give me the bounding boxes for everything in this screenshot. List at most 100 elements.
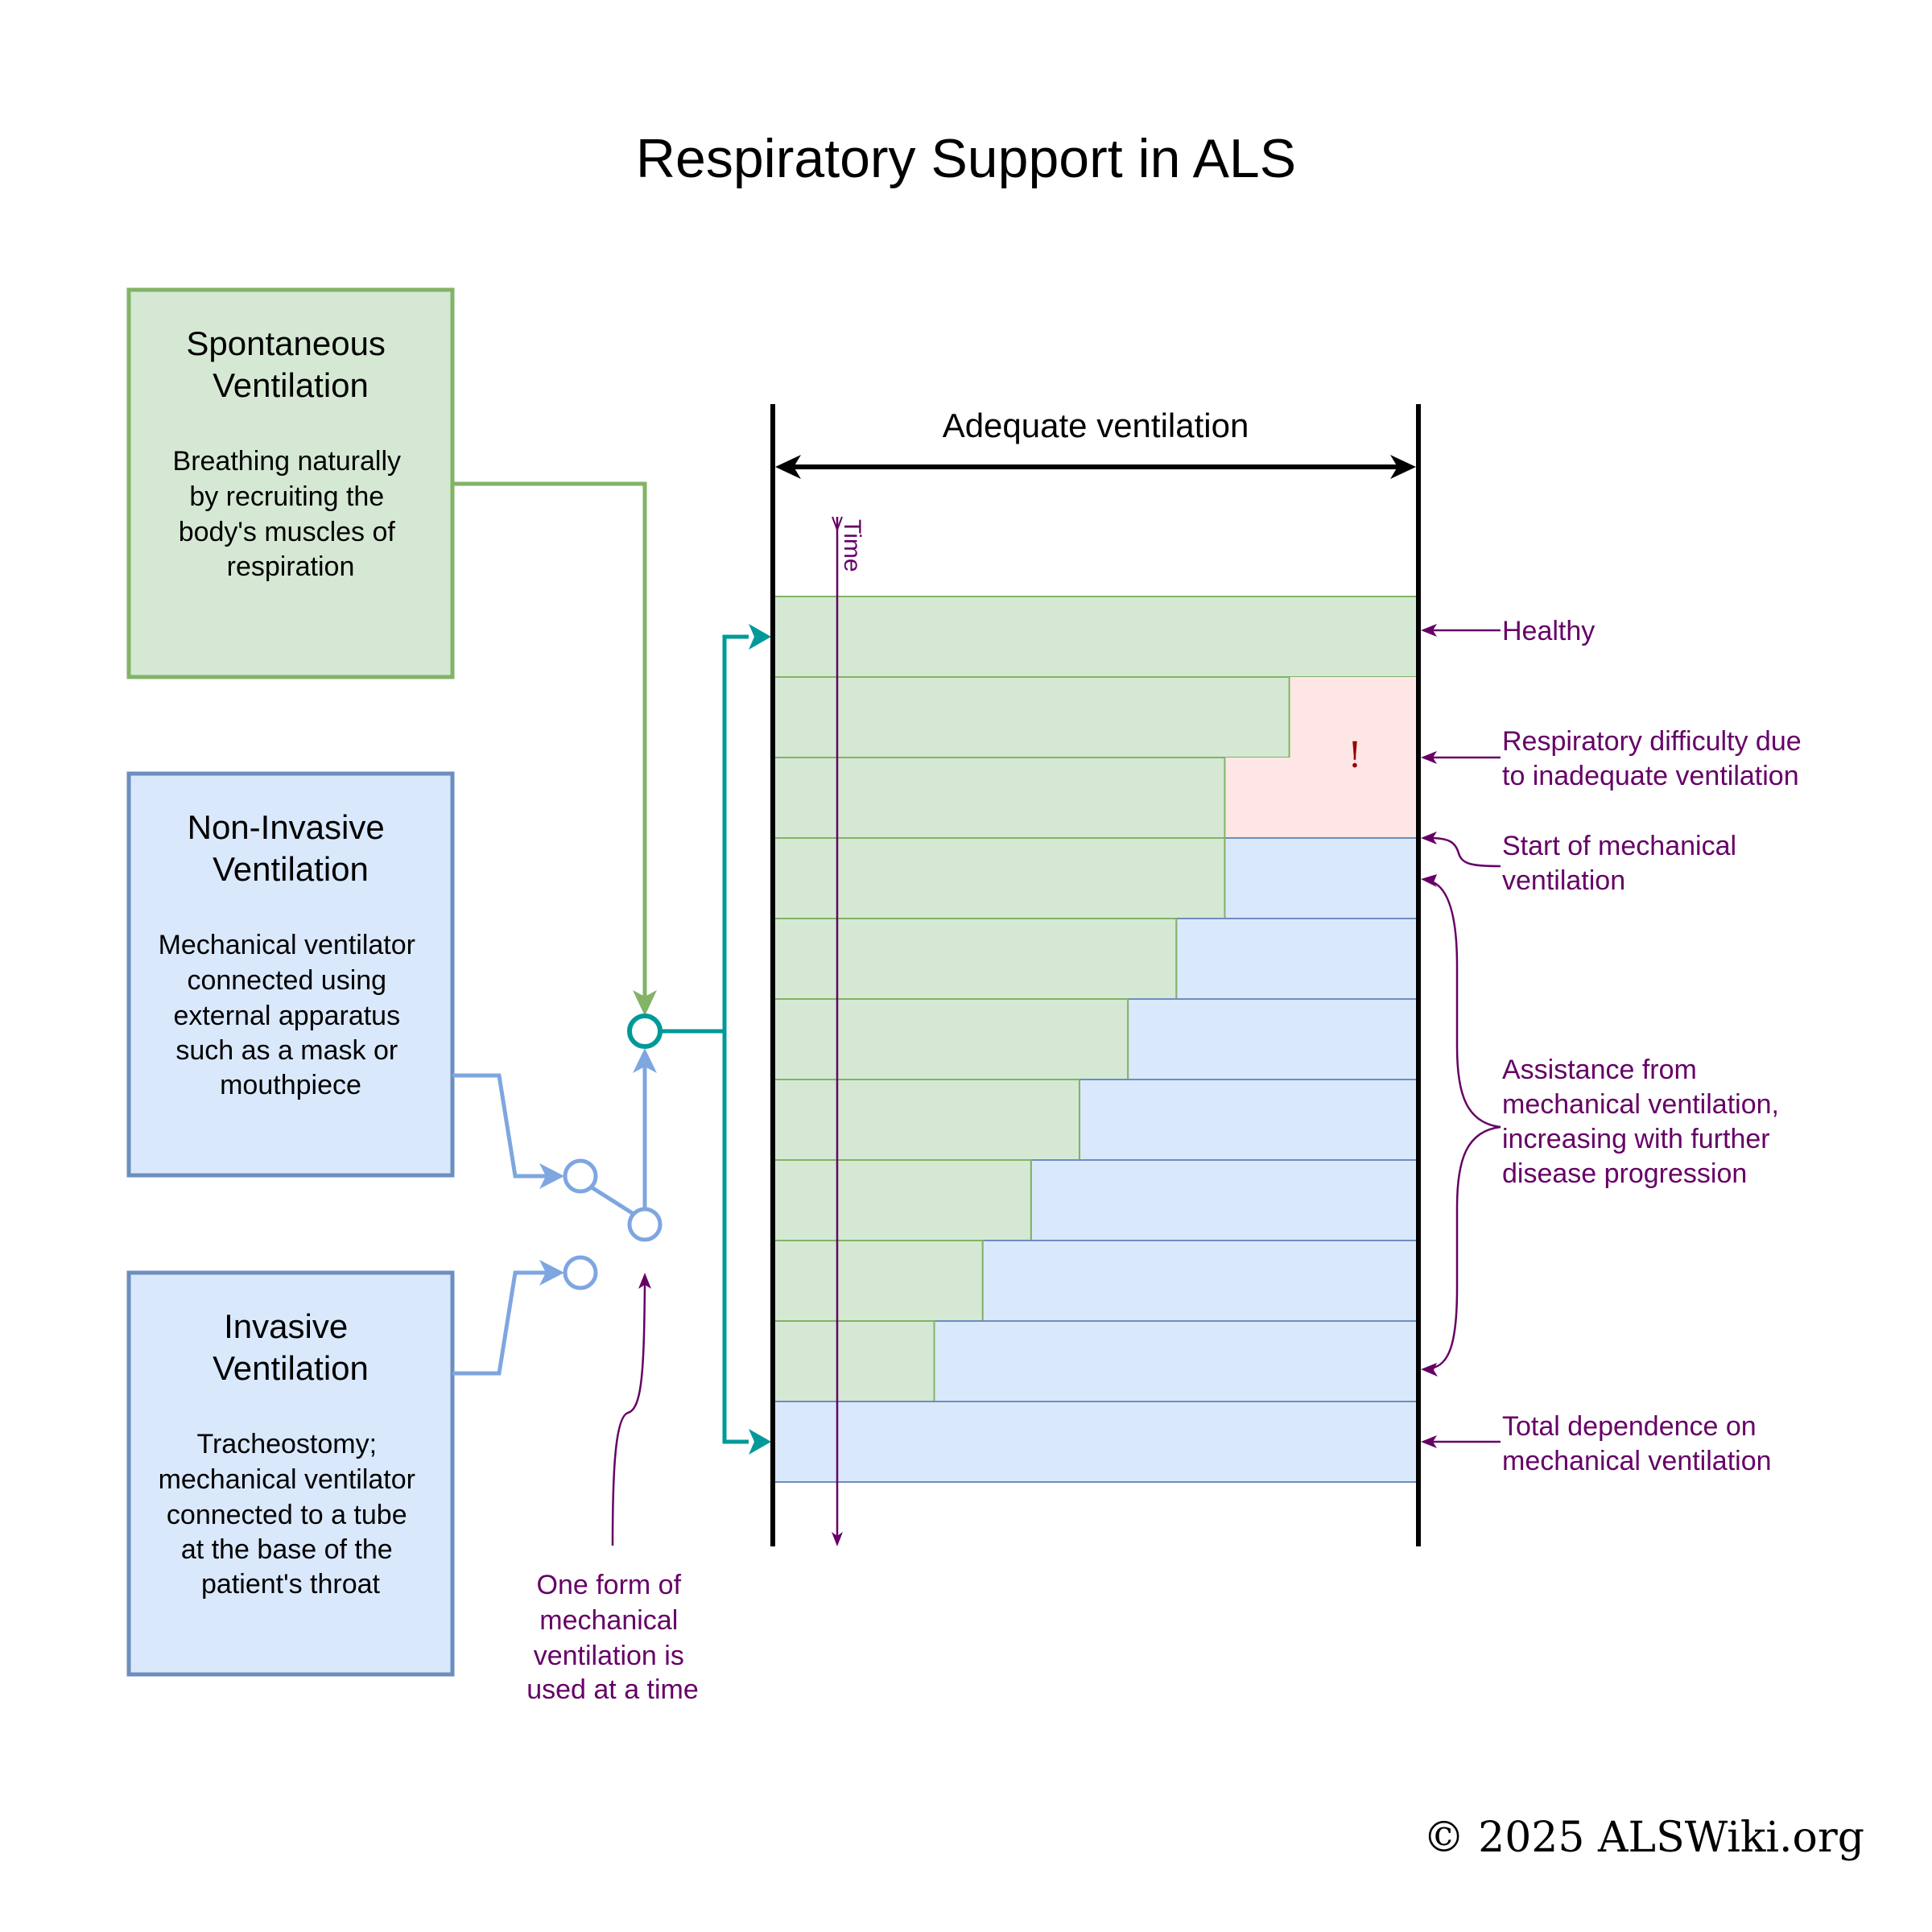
- annotation-line: to inadequate ventilation: [1502, 761, 1799, 791]
- annotation-healthy: Healthy: [1421, 616, 1595, 646]
- band-spontaneous: [772, 1320, 935, 1402]
- annotation-difficulty: Respiratory difficulty due to inadequate…: [1421, 726, 1809, 791]
- mode-desc-line: external apparatus: [173, 1001, 400, 1031]
- arrowhead-icon: [633, 990, 657, 1016]
- progression-bands: [772, 596, 1420, 1483]
- arrowhead-icon: [1390, 455, 1416, 479]
- arrowhead-icon: [1421, 874, 1437, 887]
- band-spontaneous: [772, 998, 1129, 1080]
- mode-desc-line: at the base of the: [181, 1534, 393, 1565]
- switch-terminal-niv: [563, 1158, 598, 1194]
- mode-desc-line: connected to a tube: [167, 1500, 407, 1530]
- arrowhead-icon: [1421, 832, 1437, 844]
- arrowhead-icon: [775, 455, 801, 479]
- arrowhead-icon: [638, 1273, 651, 1289]
- svg-text:Start of mechanical vent: Start of mechanical ventilation: [1502, 831, 1744, 896]
- ventilation-junction: [627, 624, 771, 1455]
- annotation-line: Respiratory difficulty due: [1502, 726, 1802, 757]
- svg-text:Non-Invasive Ventilation: Non-Invasive Ventilation: [188, 808, 394, 888]
- mode-desc-line: mechanical ventilator: [159, 1464, 415, 1495]
- switch-terminal-invasive: [563, 1255, 598, 1290]
- svg-text:Mechanical ventilator co: Mechanical ventilator connected using ex…: [159, 930, 423, 1100]
- annotation-assistance: Assistance from mechanical ventilation, …: [1421, 874, 1779, 1377]
- annotation-total: Total dependence on mechanical ventilati…: [1421, 1411, 1772, 1476]
- band-spontaneous: [772, 596, 1419, 678]
- invasive-connector: [452, 1260, 564, 1376]
- alert-icon: !: [1348, 735, 1362, 776]
- switch-pivot: [627, 1207, 663, 1242]
- time-label: Time: [839, 519, 865, 572]
- mode-desc-line: by recruiting the: [189, 481, 384, 512]
- annotation-start: Start of mechanical ventilation: [1421, 831, 1744, 896]
- time-axis: Time: [832, 516, 865, 1546]
- mode-desc-line: Breathing naturally: [173, 446, 402, 477]
- svg-text:Spontaneous Ventilation: Spontaneous Ventilation: [186, 324, 394, 404]
- switch-note: One form of mechanical ventilation is us…: [526, 1273, 699, 1705]
- mode-desc-line: Mechanical ventilator: [159, 930, 415, 960]
- band-mechanical: [1030, 1159, 1420, 1241]
- mode-switch: [563, 1048, 663, 1290]
- note-line: used at a time: [526, 1674, 699, 1705]
- mode-desc-line: mouthpiece: [220, 1070, 361, 1100]
- spontaneous-connector: [452, 481, 657, 1016]
- note-line: ventilation is: [534, 1641, 684, 1671]
- band-spontaneous: [772, 1240, 984, 1322]
- switch-lever: [590, 1185, 635, 1216]
- niv-connector: [452, 1073, 564, 1189]
- arrowhead-icon: [633, 1048, 657, 1073]
- band-deficit: [1289, 677, 1418, 758]
- page-title: Respiratory Support in ALS: [636, 128, 1296, 189]
- arrowhead-icon: [539, 1260, 564, 1286]
- mode-desc-line: connected using: [187, 965, 386, 996]
- mode-box-invasive: Invasive Ventilation Tracheostomy; mecha…: [126, 1270, 455, 1677]
- mode-title-line: Spontaneous: [186, 324, 386, 362]
- band-mechanical: [772, 1401, 1419, 1483]
- mode-title-line: Ventilation: [213, 366, 369, 404]
- band-spontaneous: [772, 757, 1226, 839]
- band-mechanical: [933, 1320, 1419, 1402]
- mode-title-line: Ventilation: [213, 850, 369, 888]
- svg-text:Respiratory difficulty due: Respiratory difficulty due to inadequate…: [1502, 726, 1809, 791]
- annotation-line: mechanical ventilation,: [1502, 1089, 1779, 1120]
- band-mechanical: [1127, 998, 1419, 1080]
- junction-node: [627, 1013, 663, 1049]
- band-mechanical: [1224, 837, 1420, 919]
- annotation-line: increasing with further: [1502, 1124, 1770, 1154]
- annotation-line: disease progression: [1502, 1158, 1747, 1189]
- mode-desc-line: Tracheostomy;: [196, 1429, 377, 1459]
- mode-box-spontaneous: Spontaneous Ventilation Breathing natura…: [126, 287, 455, 679]
- band-mechanical: [1175, 918, 1419, 1000]
- mode-title-line: Ventilation: [213, 1349, 369, 1387]
- mode-desc-line: body's muscles of: [179, 517, 396, 547]
- band-spontaneous: [772, 837, 1226, 919]
- adequate-span-arrow: [775, 455, 1416, 479]
- annotation-line: Assistance from: [1502, 1055, 1697, 1085]
- arrowhead-icon: [749, 624, 771, 650]
- svg-text:Total dependence on mech: Total dependence on mechanical ventilati…: [1502, 1411, 1772, 1476]
- mode-title-line: Invasive: [224, 1307, 348, 1345]
- band-mechanical: [1078, 1079, 1419, 1161]
- annotation-line: ventilation: [1502, 865, 1625, 896]
- mode-desc-line: patient's throat: [201, 1569, 381, 1600]
- arrowhead-icon: [832, 1532, 843, 1546]
- band-deficit: [1224, 758, 1418, 838]
- note-line: One form of: [537, 1570, 682, 1600]
- arrowhead-icon: [749, 1429, 771, 1455]
- svg-text:One form of mechanical: One form of mechanical ventilation is us…: [526, 1570, 699, 1705]
- band-spontaneous: [772, 918, 1178, 1000]
- svg-text:Healthy: Healthy: [1502, 616, 1595, 646]
- copyright: © 2025 ALSWiki.org: [1423, 1814, 1864, 1862]
- arrowhead-icon: [1421, 751, 1437, 764]
- band-spontaneous: [772, 1159, 1032, 1241]
- mode-title-line: Non-Invasive: [188, 808, 385, 846]
- mode-box-non-invasive: Non-Invasive Ventilation Mechanical vent…: [126, 771, 455, 1178]
- mode-desc-line: such as a mask or: [175, 1035, 398, 1066]
- adequate-label: Adequate ventilation: [943, 407, 1249, 444]
- arrowhead-icon: [539, 1163, 564, 1189]
- arrowhead-icon: [1421, 1363, 1438, 1377]
- svg-text:Tracheostomy; mechanical: Tracheostomy; mechanical ventilator conn…: [159, 1429, 423, 1600]
- band-spontaneous: [772, 676, 1290, 758]
- svg-text:Invasive Ventilation: Invasive Ventilation: [213, 1307, 369, 1387]
- annotation-line: Healthy: [1502, 616, 1595, 646]
